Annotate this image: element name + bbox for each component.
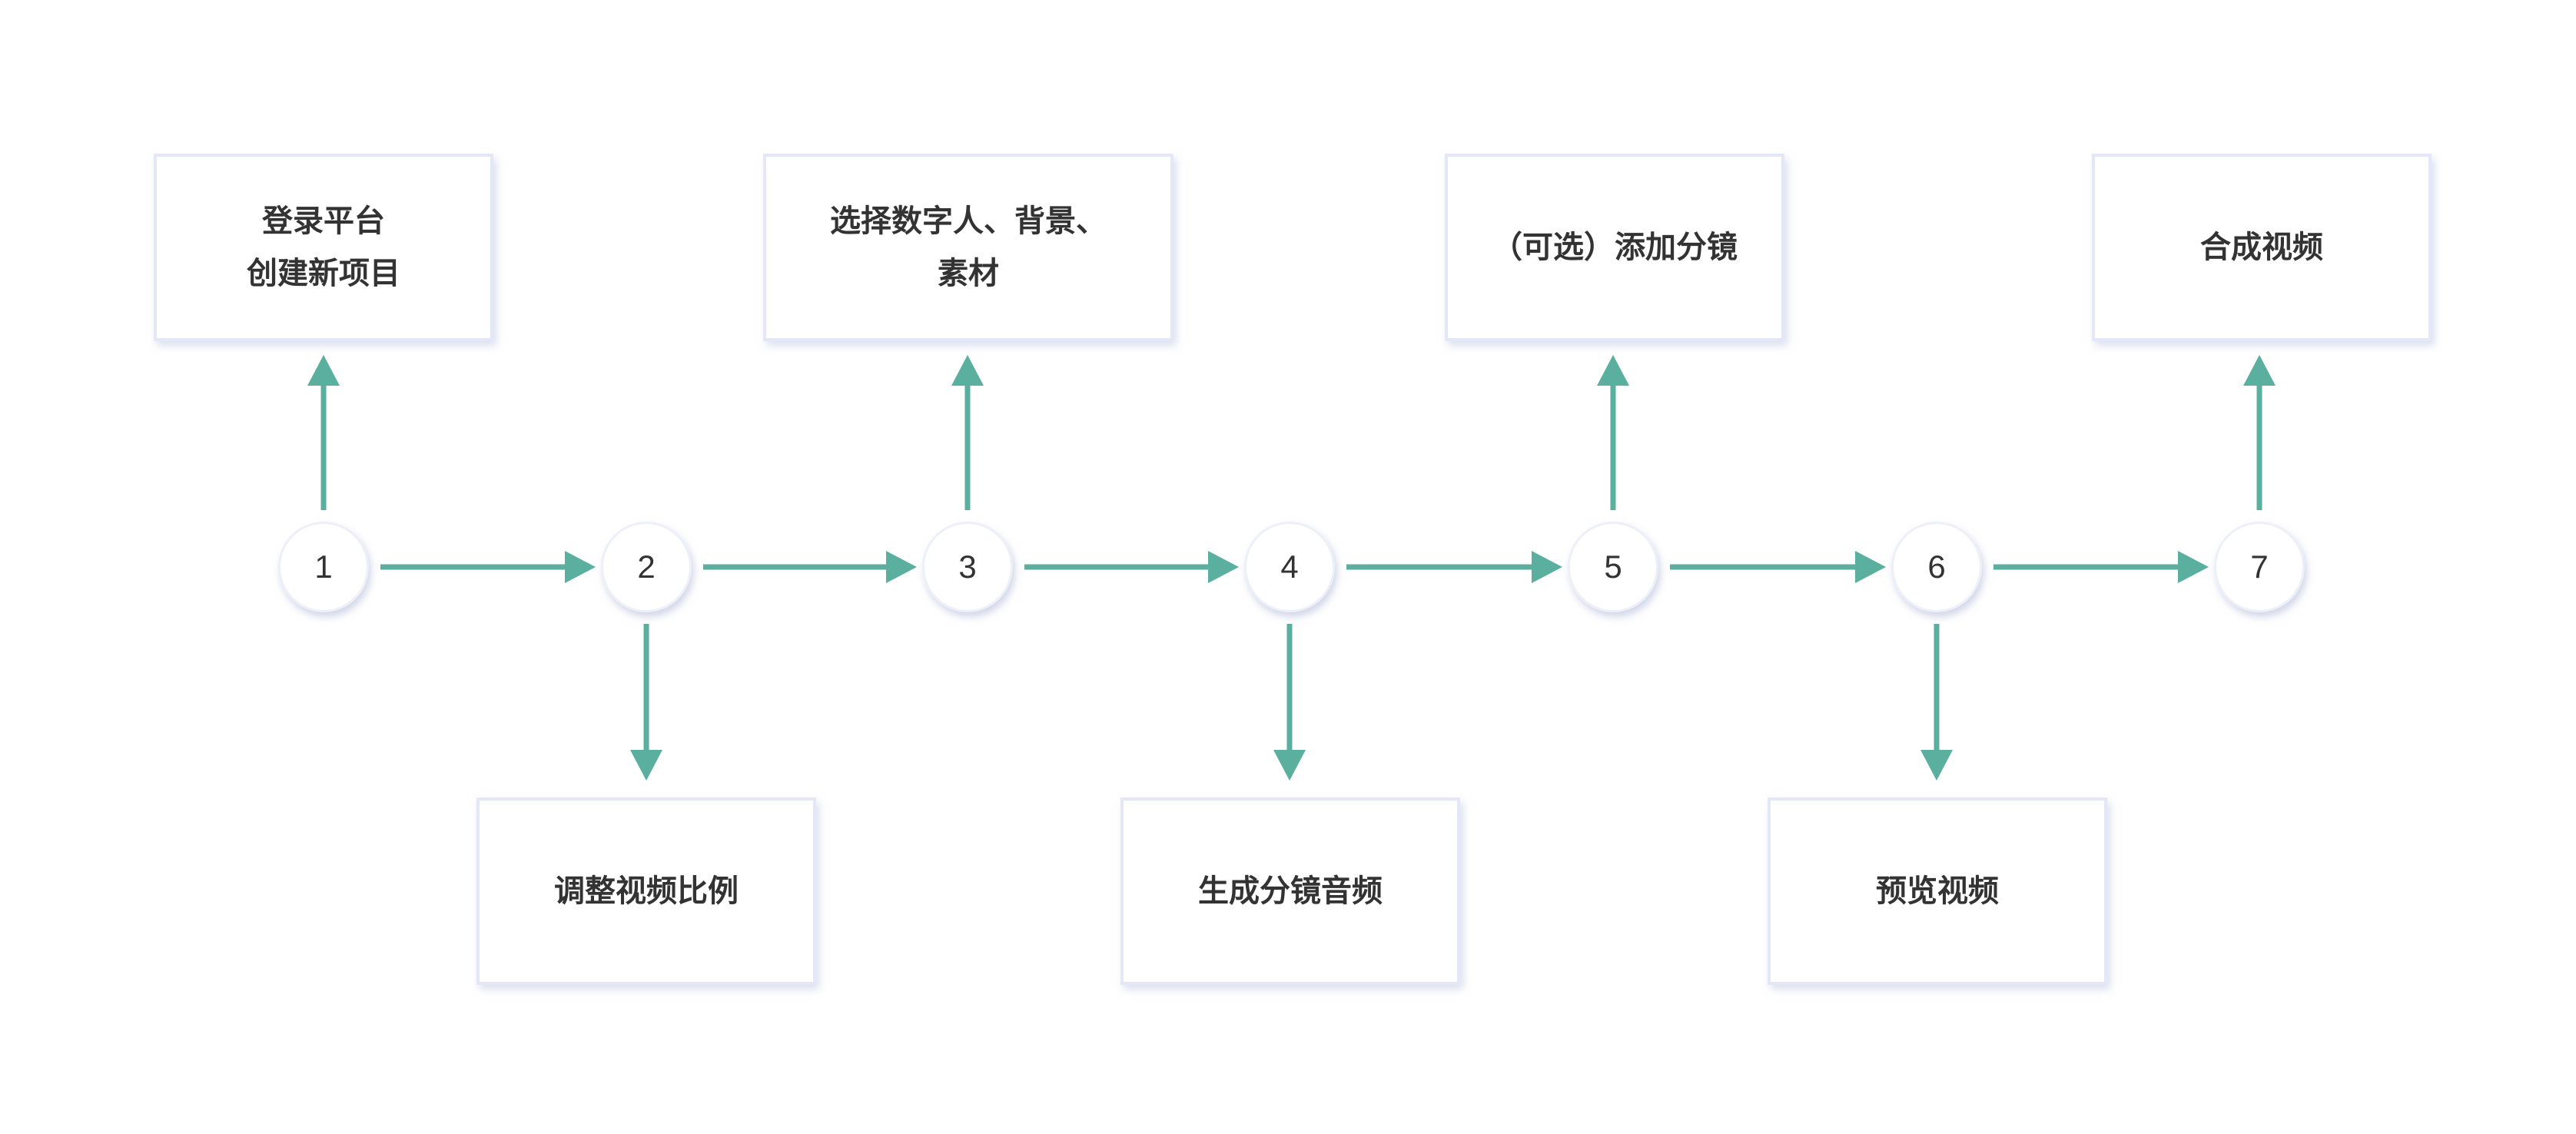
step-circle-7: 7 bbox=[2214, 522, 2305, 612]
step-number-5: 5 bbox=[1604, 549, 1622, 585]
arrowhead-5-6 bbox=[1855, 551, 1886, 583]
step-box-4: 生成分镜音频 bbox=[1120, 797, 1460, 985]
arrowhead-up-5 bbox=[1597, 355, 1629, 386]
step-number-3: 3 bbox=[958, 549, 977, 585]
step-number-4: 4 bbox=[1280, 549, 1299, 585]
step-label-2: 调整视频比例 bbox=[554, 874, 739, 909]
step-circle-1: 1 bbox=[278, 522, 369, 612]
step-number-1: 1 bbox=[314, 549, 333, 585]
arrowhead-up-1 bbox=[307, 355, 340, 386]
step-label-5: （可选）添加分镜 bbox=[1492, 230, 1738, 265]
step-label-6: 预览视频 bbox=[1876, 874, 1999, 909]
step-label-1: 登录平台 创建新项目 bbox=[247, 204, 400, 291]
arrowhead-6-7 bbox=[2178, 551, 2209, 583]
step-box-3: 选择数字人、背景、 素材 bbox=[763, 154, 1173, 341]
step-box-7: 合成视频 bbox=[2092, 154, 2432, 341]
arrowhead-1-2 bbox=[565, 551, 596, 583]
arrowhead-3-4 bbox=[1208, 551, 1239, 583]
step-label-4: 生成分镜音频 bbox=[1198, 874, 1383, 909]
step-circle-2: 2 bbox=[601, 522, 692, 612]
step-number-7: 7 bbox=[2250, 549, 2269, 585]
step-circle-5: 5 bbox=[1568, 522, 1658, 612]
step-number-6: 6 bbox=[1927, 549, 1946, 585]
step-box-1: 登录平台 创建新项目 bbox=[154, 154, 493, 341]
arrowhead-down-2 bbox=[630, 750, 662, 781]
step-circle-3: 3 bbox=[922, 522, 1013, 612]
step-box-2: 调整视频比例 bbox=[476, 797, 816, 985]
arrowhead-down-6 bbox=[1920, 750, 1953, 781]
step-circle-4: 4 bbox=[1244, 522, 1335, 612]
arrowhead-down-4 bbox=[1273, 750, 1306, 781]
arrowhead-2-3 bbox=[886, 551, 917, 583]
step-box-5: （可选）添加分镜 bbox=[1445, 154, 1784, 341]
step-label-7: 合成视频 bbox=[2200, 230, 2323, 265]
arrowhead-4-5 bbox=[1532, 551, 1562, 583]
step-label-3: 选择数字人、背景、 素材 bbox=[830, 204, 1107, 291]
step-circle-6: 6 bbox=[1891, 522, 1982, 612]
step-number-2: 2 bbox=[637, 549, 656, 585]
step-box-6: 预览视频 bbox=[1768, 797, 2107, 985]
arrowhead-up-3 bbox=[951, 355, 984, 386]
arrowhead-up-7 bbox=[2243, 355, 2276, 386]
